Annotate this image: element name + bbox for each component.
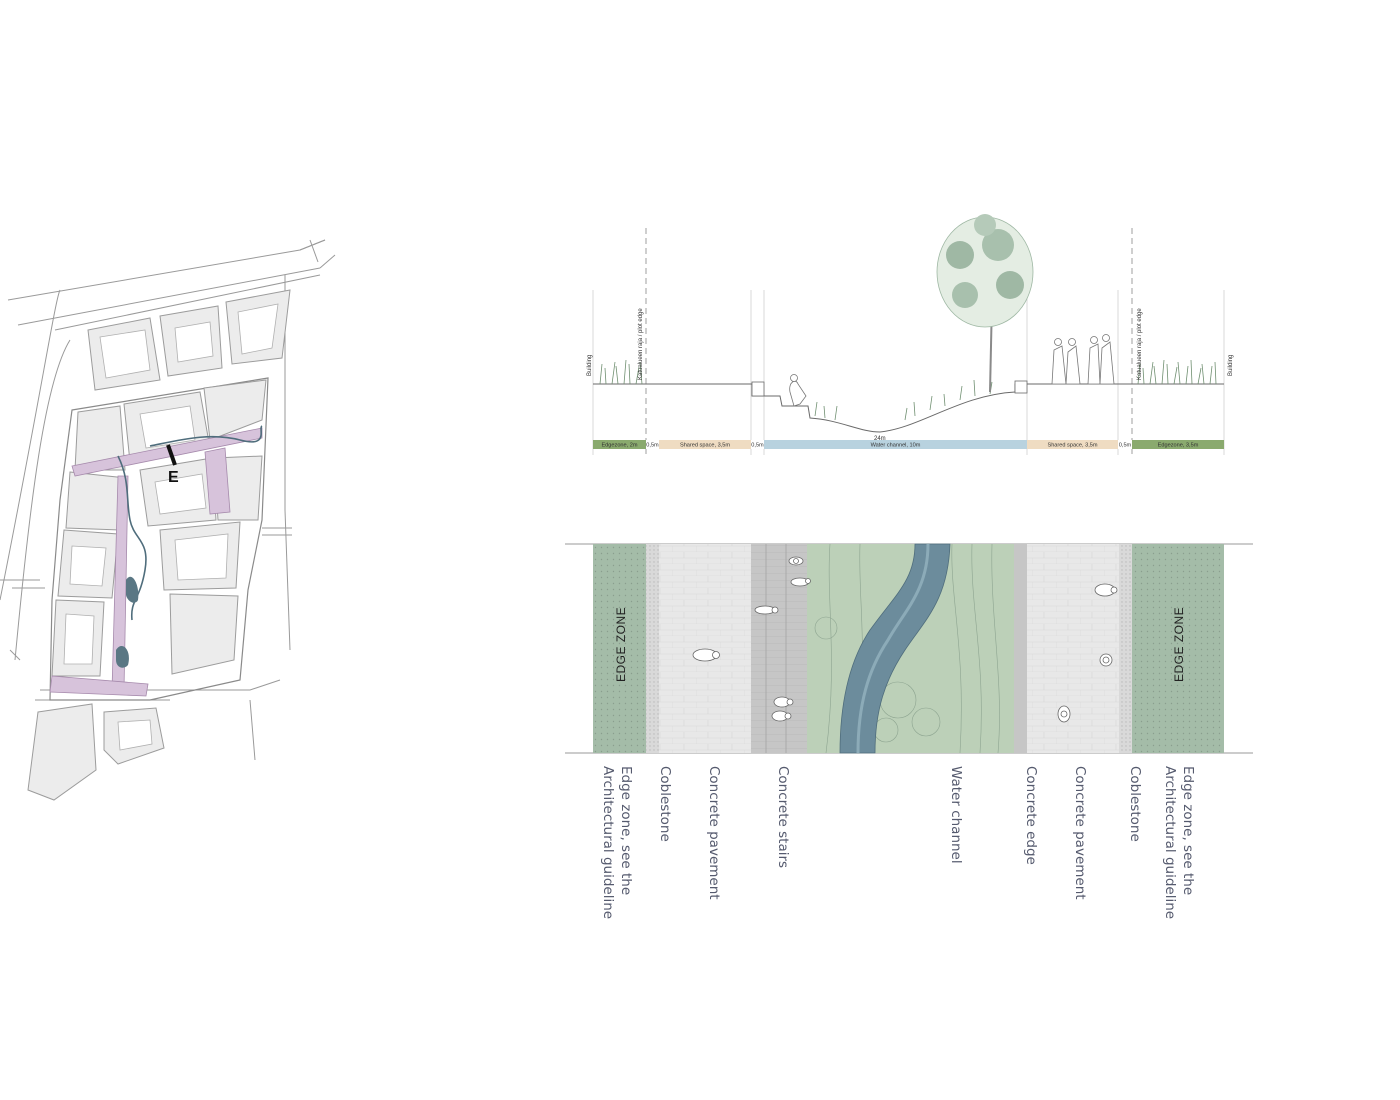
zone-segment [593,440,646,449]
left-building-label: Building [587,355,593,376]
right-plot-edge-label: Katualueen raja / plot edge [1137,308,1143,380]
left-edge-zone-label: EDGE ZONE [614,607,628,682]
zone-label: 0,5m [751,443,764,449]
legend-right-edge-zone: Edge zone, see the Architectural guideli… [1162,766,1196,920]
zone-bar: Edgezone, 2m 0,5m Shared space, 3,5m 0,5m Wa… [593,440,1224,449]
zone-segment [1132,440,1224,449]
street-plan: EDGE ZONE EDGE ZONE [565,543,1253,754]
purple-route [49,427,263,697]
cross-section: Building Katualueen raja / plot edge Kat… [587,214,1234,455]
zone-segment [659,440,751,449]
section-marker-label: E [168,469,179,486]
legend-right-concrete-pavement: Concrete pavement [1072,766,1088,900]
zone-segment [646,440,659,449]
legend-concrete-stairs: Concrete stairs [775,766,791,869]
zone-segment [1118,440,1132,449]
right-edge-zone-label: EDGE ZONE [1172,607,1186,682]
zone-label: Shared space, 3,5m [1047,443,1097,449]
legend-water-channel: Water channel [948,766,964,864]
legend-concrete-edge: Concrete edge [1023,766,1039,865]
legend-left-concrete-pavement: Concrete pavement [706,766,722,900]
zone-label: Edgezone, 3,5m [1158,443,1199,449]
total-width-label: 24m [874,436,886,442]
legend-left-coblestone: Coblestone [657,766,673,842]
legend-left-edge-zone: Edge zone, see the Architectural guideli… [600,766,634,920]
zone-label: Water channel, 10m [871,443,921,449]
water-channel [839,543,951,754]
zone-label: 0,5m [1119,443,1132,449]
left-plot-edge-label: Katualueen raja / plot edge [638,308,644,380]
tree [936,214,1034,393]
zone-label: Edgezone, 2m [601,443,637,449]
right-building-label: Building [1228,355,1234,376]
zone-segment [751,440,764,449]
people-figures [789,334,1115,407]
zone-label: 0,5m [646,443,659,449]
left-cobblestone [646,544,659,753]
legend-right-coblestone: Coblestone [1127,766,1143,842]
site-plan: E [0,239,336,801]
zone-segment [764,440,1027,449]
zone-segment [1027,440,1118,449]
right-cobblestone [1119,544,1132,753]
plan-people [692,556,1118,723]
concrete-edge [1014,544,1027,753]
zone-label: Shared space, 3,5m [680,443,730,449]
building-blocks [27,289,291,801]
